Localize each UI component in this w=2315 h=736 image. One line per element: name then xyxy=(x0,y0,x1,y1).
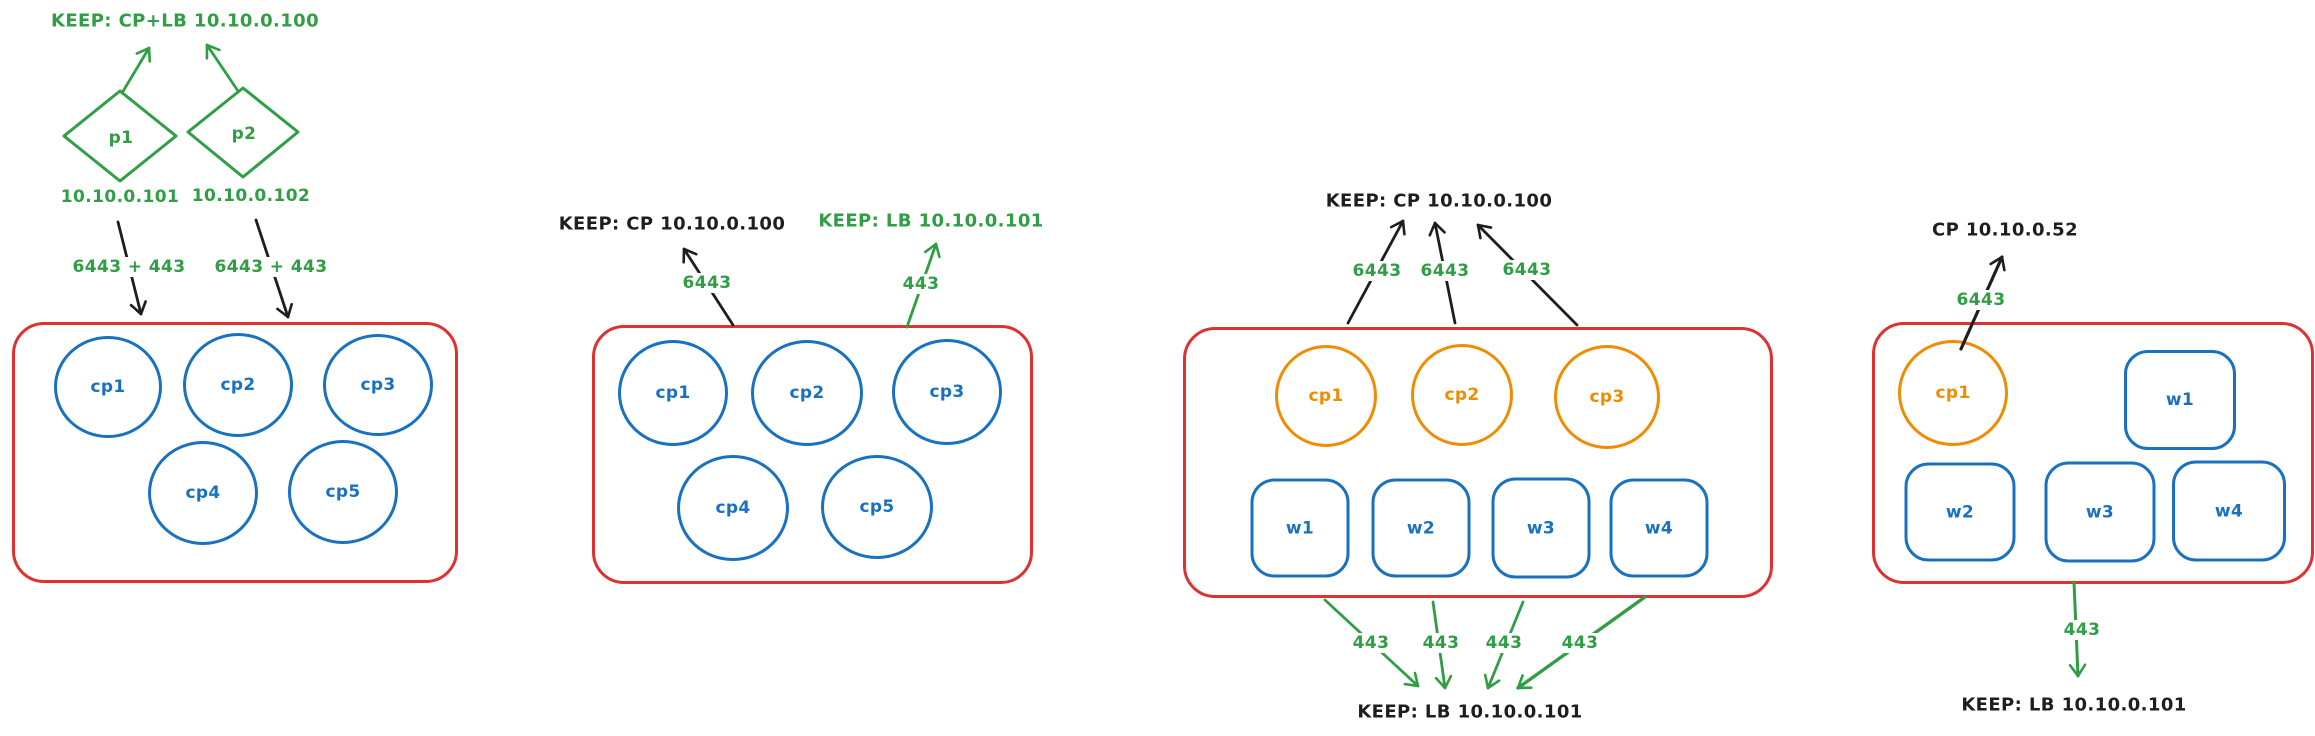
cluster1-node-cp2: cp2 xyxy=(183,333,293,437)
cluster4-keep-lb-label: KEEP: LB 10.10.0.101 xyxy=(1961,694,2187,716)
node-label: w1 xyxy=(1285,518,1315,538)
node-label: cp3 xyxy=(360,375,396,395)
cluster4-node-w2: w2 xyxy=(1904,462,2016,562)
cluster3-lb-port-label-1: 443 xyxy=(1348,633,1394,653)
cluster4-lb-port-label: 443 xyxy=(2059,620,2105,640)
cluster2-lb-port-label: 443 xyxy=(898,274,944,294)
cluster3-boundary xyxy=(1183,327,1773,598)
node-label: w1 xyxy=(2165,390,2195,410)
cluster3-lb-port-label-4: 443 xyxy=(1557,633,1603,653)
node-label: w2 xyxy=(1945,502,1975,522)
cluster3-node-w3: w3 xyxy=(1491,477,1591,579)
node-label: w3 xyxy=(2085,502,2115,522)
node-label: cp3 xyxy=(1589,387,1625,407)
cluster2-node-cp3: cp3 xyxy=(892,339,1002,445)
cluster3-node-cp3: cp3 xyxy=(1554,345,1660,449)
cluster4-node-w1: w1 xyxy=(2124,350,2236,450)
cluster3-node-w4: w4 xyxy=(1609,478,1709,578)
cluster2-cp-port-label: 6443 xyxy=(678,273,736,293)
cluster3-cp-port-label-1: 6443 xyxy=(1348,261,1406,281)
cluster3-lb-port-label-2: 443 xyxy=(1418,633,1464,653)
cluster2-boundary xyxy=(592,325,1033,584)
cluster4-boundary xyxy=(1872,322,2314,584)
node-label: cp1 xyxy=(655,383,691,403)
cluster3-cp-port-label-3: 6443 xyxy=(1498,260,1556,280)
node-label: cp2 xyxy=(220,375,256,395)
cluster2-keep-cp-label: KEEP: CP 10.10.0.100 xyxy=(558,213,786,235)
node-label: cp2 xyxy=(789,383,825,403)
node-label: cp2 xyxy=(1444,385,1480,405)
cluster1-arrow-proxy1-to-vip xyxy=(120,46,152,95)
node-label: cp5 xyxy=(859,497,895,517)
cluster1-proxy1-ports-label: 6443 + 443 xyxy=(68,257,190,277)
node-label: cp4 xyxy=(185,483,221,503)
node-label: w3 xyxy=(1526,518,1556,538)
node-label: cp3 xyxy=(929,382,965,402)
cluster1-node-cp1: cp1 xyxy=(54,336,162,438)
node-label: w4 xyxy=(1644,518,1674,538)
cluster1-proxy1-label: p1 xyxy=(108,128,134,148)
cluster4-node-w3: w3 xyxy=(2044,461,2156,563)
cluster1-arrow-proxy2-to-vip xyxy=(205,43,240,93)
cluster1-proxy2-ip: 10.10.0.102 xyxy=(191,186,311,206)
node-label: cp1 xyxy=(1935,383,1971,403)
cluster1-proxy2-ports-label: 6443 + 443 xyxy=(210,257,332,277)
cluster1-node-cp3: cp3 xyxy=(323,334,433,436)
node-label: cp1 xyxy=(1308,386,1344,406)
cluster3-keep-cp-label: KEEP: CP 10.10.0.100 xyxy=(1325,190,1553,212)
cluster3-keep-lb-label: KEEP: LB 10.10.0.101 xyxy=(1357,701,1583,723)
node-label: cp4 xyxy=(715,498,751,518)
cluster1-node-cp5: cp5 xyxy=(288,440,398,544)
cluster4-node-w4: w4 xyxy=(2172,460,2286,562)
cluster4-node-cp1: cp1 xyxy=(1898,340,2008,446)
node-label: w4 xyxy=(2214,501,2244,521)
cluster2-node-cp1: cp1 xyxy=(618,340,728,446)
cluster3-cp-port-label-2: 6443 xyxy=(1416,261,1474,281)
cluster2-node-cp2: cp2 xyxy=(751,340,863,446)
cluster4-cp-port-label: 6443 xyxy=(1952,290,2010,310)
cluster4-cp-ip-label: CP 10.10.0.52 xyxy=(1931,219,2079,241)
cluster2-keep-lb-label: KEEP: LB 10.10.0.101 xyxy=(818,210,1044,232)
cluster3-node-w2: w2 xyxy=(1371,478,1471,578)
cluster1-proxy2-label: p2 xyxy=(231,124,257,144)
node-label: cp1 xyxy=(90,377,126,397)
cluster1-keep-vip-label: KEEP: CP+LB 10.10.0.100 xyxy=(50,10,320,32)
cluster3-lb-port-label-3: 443 xyxy=(1481,633,1527,653)
cluster1-boundary xyxy=(12,322,458,583)
cluster3-node-cp1: cp1 xyxy=(1275,345,1377,447)
cluster1-node-cp4: cp4 xyxy=(148,441,258,545)
cluster2-node-cp4: cp4 xyxy=(677,455,789,561)
node-label: cp5 xyxy=(325,482,361,502)
cluster1-proxy1-ip: 10.10.0.101 xyxy=(60,187,180,207)
node-label: w2 xyxy=(1406,518,1436,538)
cluster3-node-cp2: cp2 xyxy=(1411,344,1513,446)
cluster2-node-cp5: cp5 xyxy=(821,455,933,559)
cluster3-node-w1: w1 xyxy=(1250,478,1350,578)
